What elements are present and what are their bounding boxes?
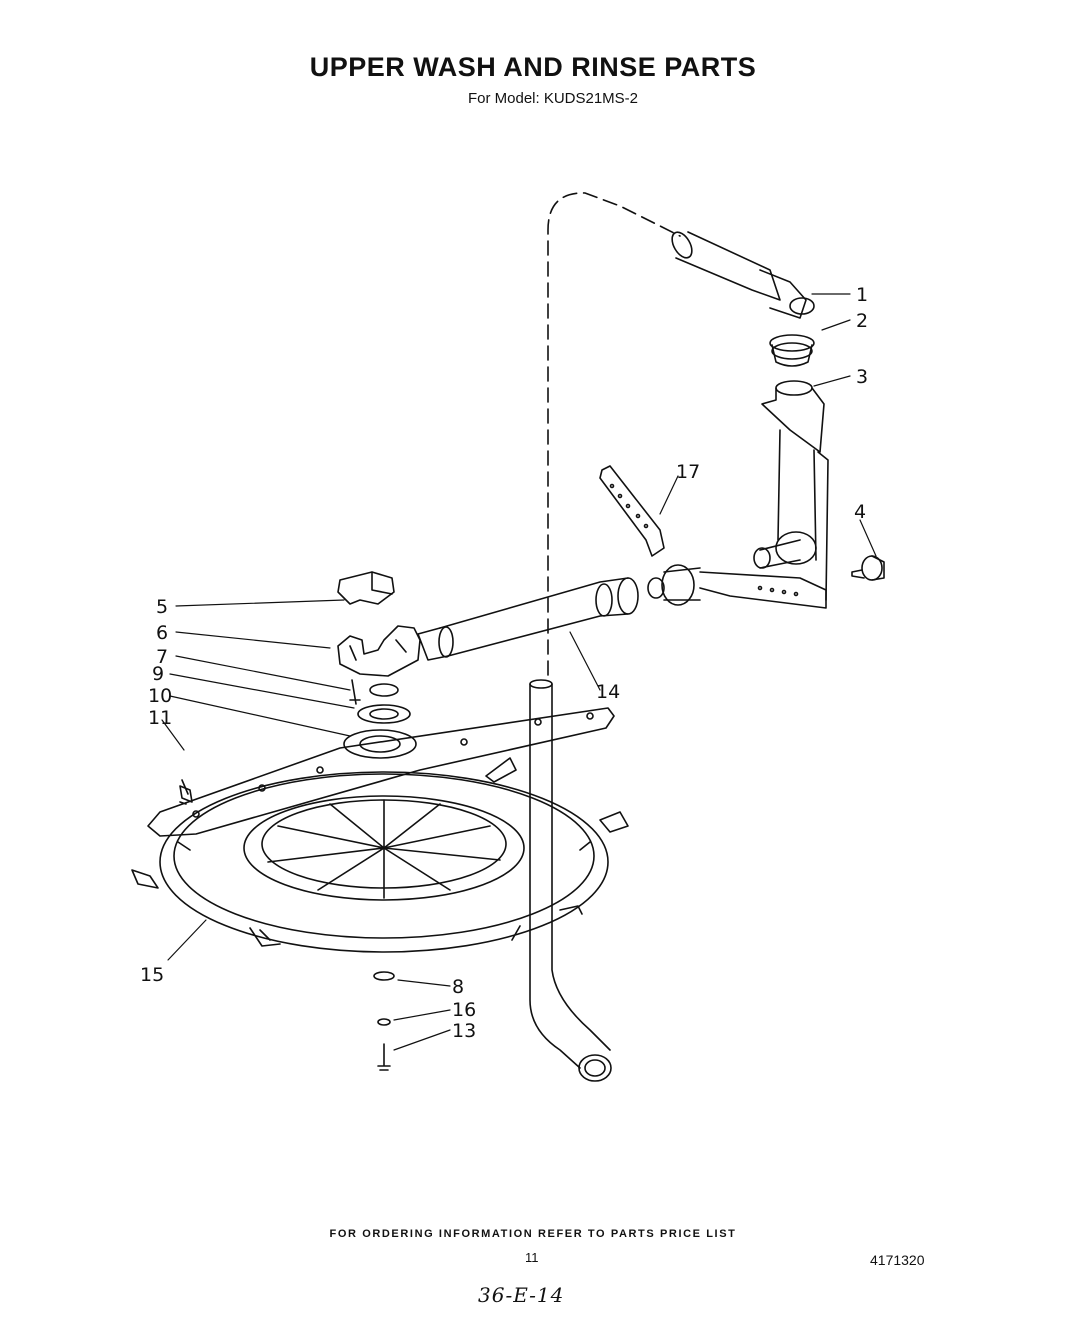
part-8-washer xyxy=(373,971,395,981)
part-6-hub xyxy=(337,625,421,677)
part-16-washer xyxy=(377,1018,391,1026)
ordering-note: FOR ORDERING INFORMATION REFER TO PARTS … xyxy=(329,1228,737,1240)
part-10-ring xyxy=(357,704,411,724)
part-5-cap xyxy=(337,571,395,605)
page-number: 11 xyxy=(525,1250,539,1265)
callout-13: 13 xyxy=(452,1020,476,1042)
part-9-seal xyxy=(369,683,399,697)
part-14-conduit xyxy=(417,564,701,661)
part-7-clip xyxy=(349,679,361,705)
part-13-screw xyxy=(377,1043,391,1071)
callout-17: 17 xyxy=(676,461,700,483)
callout-4: 4 xyxy=(854,501,866,523)
callout-8: 8 xyxy=(452,976,464,998)
callout-10: 10 xyxy=(148,685,172,707)
handwritten-note: 36-E-14 xyxy=(478,1283,565,1307)
callout-1: 1 xyxy=(856,284,868,306)
callout-6: 6 xyxy=(156,622,168,644)
part-4-nozzle xyxy=(851,555,885,581)
part-3-manifold xyxy=(753,380,829,601)
callout-labels: 1 2 3 4 5 6 7 9 10 11 14 15 17 8 16 13 xyxy=(140,284,868,1042)
document-number: 4171320 xyxy=(870,1252,925,1268)
callout-15: 15 xyxy=(140,964,164,986)
model-subtitle: For Model: KUDS21MS-2 xyxy=(467,90,639,107)
supply-pipe xyxy=(529,679,612,1082)
part-2-gasket xyxy=(769,334,815,367)
callout-7: 7 xyxy=(156,646,168,668)
callout-9: 9 xyxy=(152,663,164,685)
callout-5: 5 xyxy=(156,596,168,618)
leader-lines xyxy=(161,293,877,1051)
part-15-rack-wheel xyxy=(131,757,629,953)
callout-16: 16 xyxy=(452,999,476,1021)
part-11-spray-arm xyxy=(147,707,615,837)
upper-feed-tube xyxy=(671,231,815,319)
part-17-bracket xyxy=(599,465,827,609)
page-title: UPPER WASH AND RINSE PARTS xyxy=(309,52,757,82)
callout-11: 11 xyxy=(148,707,172,729)
callout-2: 2 xyxy=(856,310,868,332)
dashed-tub-outline xyxy=(547,192,681,676)
callout-14: 14 xyxy=(596,681,620,703)
callout-3: 3 xyxy=(856,366,868,388)
